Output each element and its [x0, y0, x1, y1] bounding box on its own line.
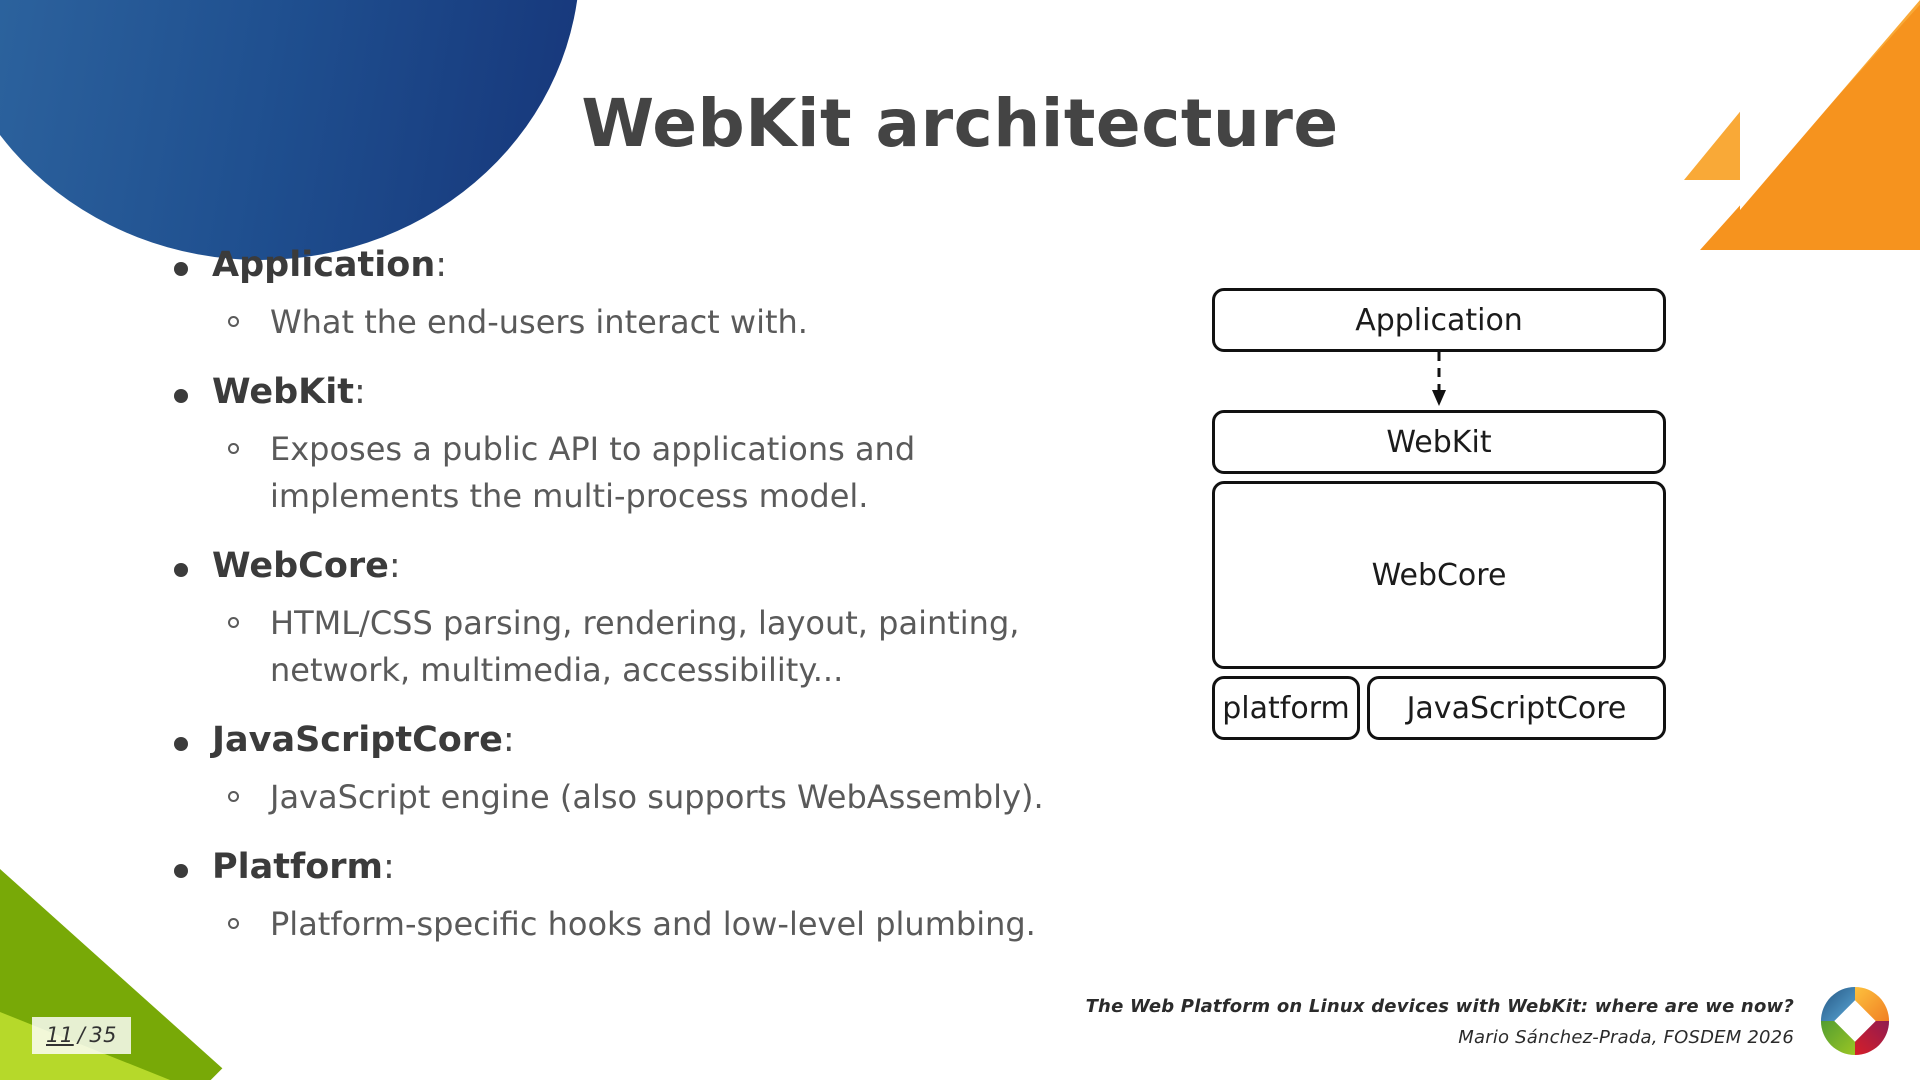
sub-bullet-ring-icon	[228, 617, 239, 629]
sub-bullet-ring-icon	[228, 443, 239, 455]
bullet-label: Platform	[212, 847, 384, 888]
diagram-box-platform: platform	[1212, 676, 1360, 740]
page-number-current[interactable]: 11	[46, 1023, 74, 1047]
bullet-colon: :	[383, 847, 395, 888]
bullet-dot-icon	[174, 736, 188, 751]
bullet-item-webcore: WebCore:	[150, 549, 1170, 584]
sub-bullet-ring-icon	[228, 790, 239, 802]
sub-bullet-platform: Platform-specific hooks and low-level pl…	[150, 901, 1060, 947]
bullet-dot-icon	[174, 262, 188, 276]
diagram-box-webkit: WebKit	[1212, 410, 1666, 474]
bullet-dot-icon	[174, 563, 188, 578]
diagram-box-webcore: WebCore	[1212, 481, 1666, 669]
footer: The Web Platform on Linux devices with W…	[1086, 996, 1794, 1048]
dashed-arrow-down-icon	[1432, 352, 1446, 406]
sub-bullet-text: JavaScript engine (also supports WebAsse…	[270, 777, 1044, 816]
sub-bullet-javascriptcore: JavaScript engine (also supports WebAsse…	[150, 774, 1060, 820]
sub-bullet-ring-icon	[228, 918, 239, 930]
bullet-item-webkit: WebKit:	[150, 375, 1170, 410]
bullet-colon: :	[354, 372, 366, 413]
igalia-logo-icon	[1818, 984, 1892, 1058]
diagram-box-javascriptcore: JavaScriptCore	[1367, 676, 1666, 740]
diagram-bottom-row: platform JavaScriptCore	[1212, 676, 1666, 740]
sub-bullet-webcore: HTML/CSS parsing, rendering, layout, pai…	[150, 600, 1060, 693]
footer-talk-title: The Web Platform on Linux devices with W…	[1085, 996, 1794, 1017]
bullet-label: JavaScriptCore	[212, 719, 503, 760]
bullet-item-javascriptcore: JavaScriptCore:	[150, 719, 1170, 760]
architecture-diagram: Application WebKit WebCore platform Java…	[1212, 288, 1666, 740]
bullet-item-application: Application:	[150, 248, 1170, 283]
sub-bullet-text: HTML/CSS parsing, rendering, layout, pai…	[270, 604, 1020, 689]
bullet-label: WebCore	[212, 546, 389, 587]
bullet-list: Application: What the end-users interact…	[150, 248, 1170, 948]
bullet-label: WebKit	[212, 372, 354, 413]
page-number-total: 35	[89, 1023, 118, 1047]
page-number-separator: /	[77, 1023, 86, 1047]
sub-bullet-webkit: Exposes a public API to applications and…	[150, 426, 1060, 519]
page-number-badge[interactable]: 11/35	[32, 1017, 132, 1054]
diagram-arrow-application-to-webkit	[1212, 352, 1666, 408]
bullet-colon: :	[435, 245, 448, 285]
sub-bullet-text: Exposes a public API to applications and…	[270, 430, 916, 515]
bullet-item-platform: Platform:	[150, 850, 1170, 885]
sub-bullet-ring-icon	[228, 316, 239, 327]
bullet-colon: :	[502, 719, 515, 760]
sub-bullet-text: Platform-specific hooks and low-level pl…	[270, 905, 1036, 944]
diagram-box-application: Application	[1212, 288, 1666, 352]
sub-bullet-text: What the end-users interact with.	[270, 303, 808, 341]
bullet-label: Application	[212, 245, 436, 285]
footer-author-event: Mario Sánchez-Prada, FOSDEM 2026	[1458, 1027, 1794, 1048]
bullet-colon: :	[388, 546, 401, 587]
sub-bullet-application: What the end-users interact with.	[150, 299, 1060, 345]
page-title: WebKit architecture	[581, 85, 1339, 162]
bullet-dot-icon	[174, 864, 188, 879]
bullet-dot-icon	[174, 389, 188, 404]
